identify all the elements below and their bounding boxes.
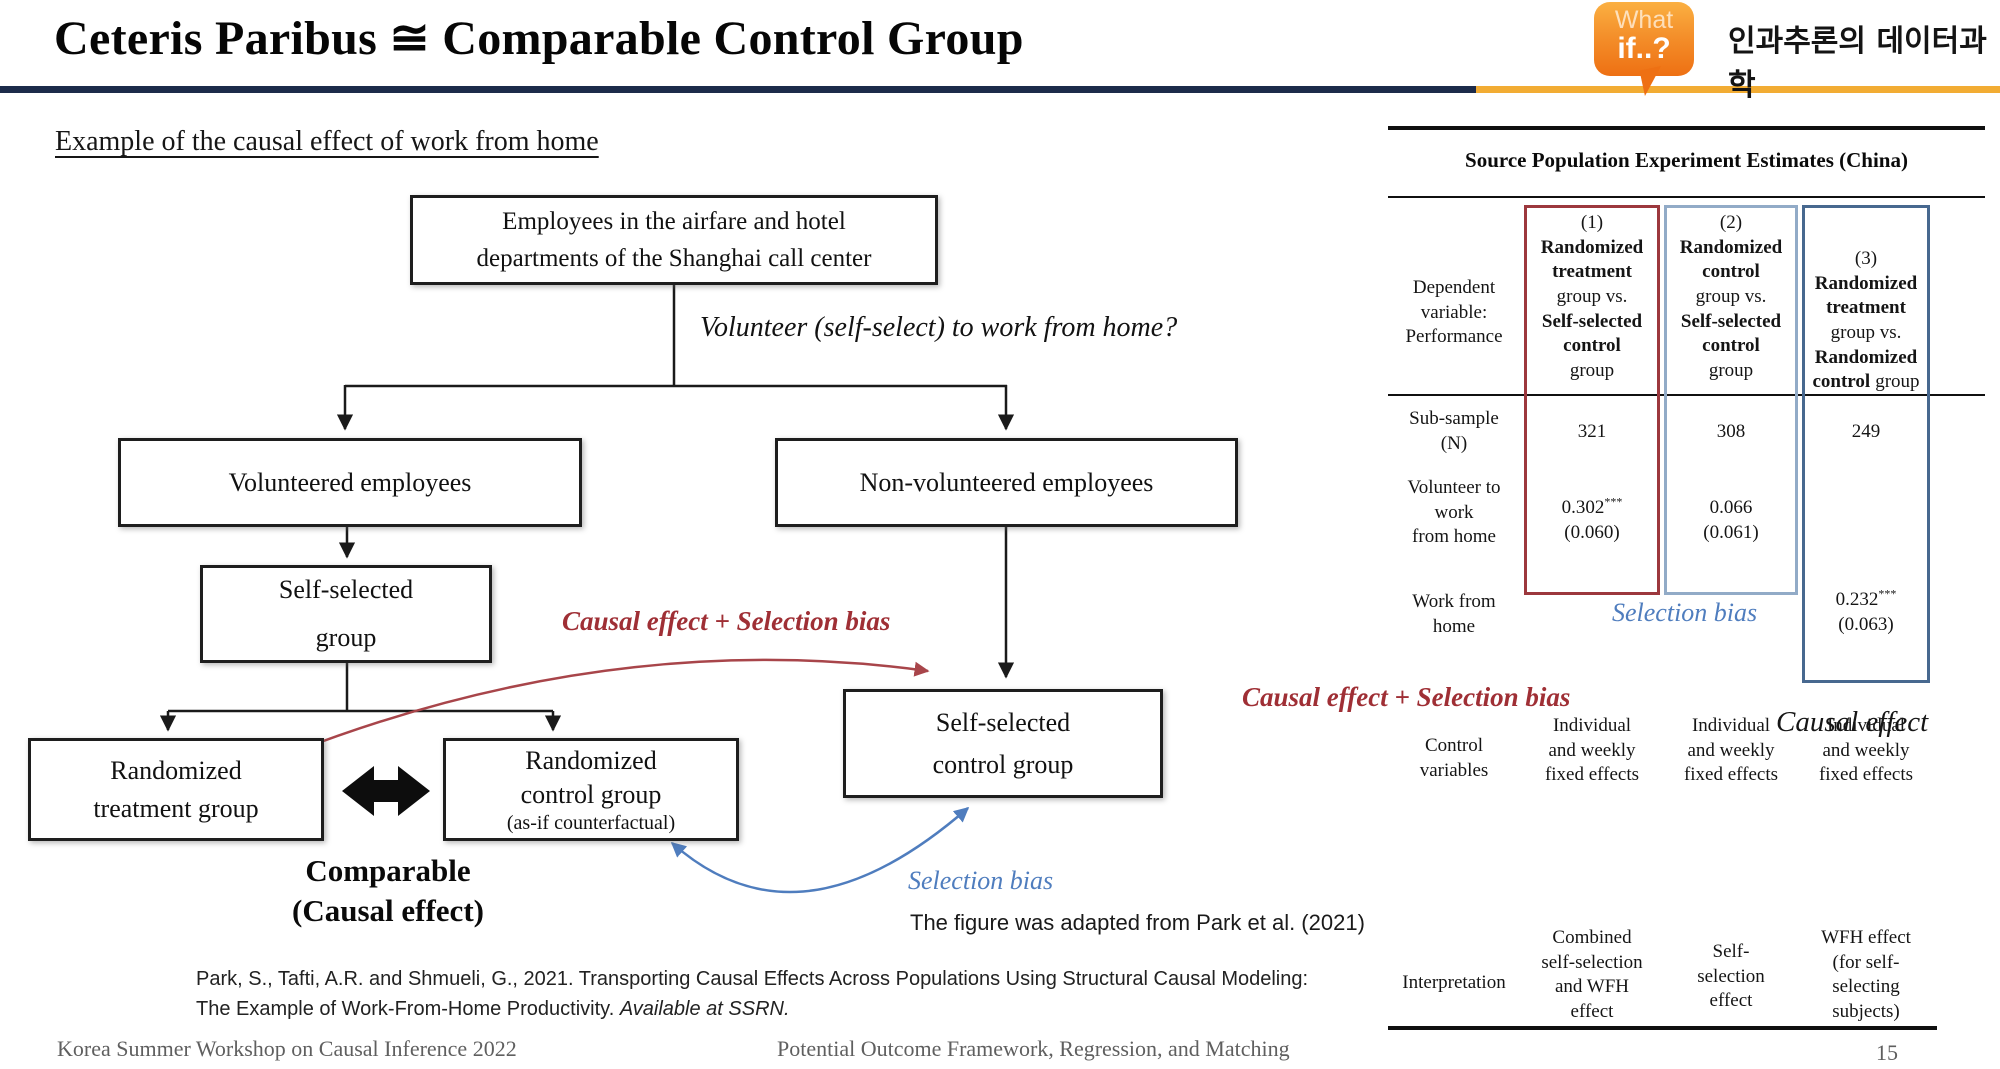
- col3-header: (3) Randomized treatment group vs. Rando…: [1812, 248, 1920, 393]
- row-label-wfh: Work from home: [1412, 591, 1496, 637]
- table-header-rule: [1388, 394, 1985, 396]
- header-rule-navy: [0, 86, 1476, 93]
- whatif-logo: What if..?: [1594, 2, 1694, 76]
- table-bottom-border: [1388, 1026, 1937, 1030]
- logo-text-if: if..?: [1617, 32, 1671, 66]
- diagram-heading: Example of the causal effect of work fro…: [55, 126, 599, 157]
- footer-left: Korea Summer Workshop on Causal Inferenc…: [57, 1036, 517, 1061]
- table-top-border: [1388, 126, 1985, 130]
- table-title-rule: [1388, 196, 1985, 198]
- table-title: Source Population Experiment Estimates (…: [1465, 148, 1908, 172]
- causal-selection-bias-arrow: [292, 658, 930, 755]
- table-causal-selection-label: Causal effect + Selection bias: [1242, 682, 1571, 712]
- col3-highlight-box: [1802, 205, 1930, 683]
- citation: Park, S., Tafti, A.R. and Shmueli, G., 2…: [196, 964, 1308, 1024]
- cell-wfh-col3: 0.232*** (0.063): [1835, 586, 1897, 635]
- page-number: 15: [1876, 1040, 1898, 1065]
- col1-header: (1) Randomized treatment group vs. Self-…: [1540, 212, 1644, 382]
- footer-center: Potential Outcome Framework, Regression,…: [777, 1036, 1290, 1061]
- cell-controls-col3: Individual and weekly fixed effects: [1818, 715, 1914, 786]
- row-label-controls: Control variables: [1419, 735, 1489, 781]
- self-selected-box: Self-selected group: [200, 565, 492, 663]
- randomized-control-text: Randomized control group: [520, 746, 662, 809]
- page-title: Ceteris Paribus ≅ Comparable Control Gro…: [54, 12, 1024, 65]
- cell-interpretation-col2: Self- selection effect: [1697, 941, 1765, 1012]
- volunteered-box: Volunteered employees: [118, 438, 582, 527]
- root-box: Employees in the airfare and hotel depar…: [410, 195, 938, 285]
- non-volunteered-box: Non-volunteered employees: [775, 438, 1238, 527]
- cell-controls-col2: Individual and weekly fixed effects: [1683, 715, 1779, 786]
- table-row-header: Dependent variable: Performance: [1405, 277, 1503, 348]
- citation-line1: Park, S., Tafti, A.R. and Shmueli, G., 2…: [196, 968, 1309, 990]
- adapted-note: The figure was adapted from Park et al. …: [910, 910, 1365, 935]
- table-selection-bias-label: Selection bias: [1612, 598, 1758, 627]
- cell-volunteer-col2: 0.066 (0.061): [1703, 497, 1759, 543]
- table-causal-effect-label: Causal effect: [1776, 706, 1929, 738]
- row-label-subsample: Sub-sample (N): [1409, 408, 1499, 454]
- header-rule-gold: [1476, 86, 2000, 93]
- self-selected-control-box: Self-selected control group: [843, 689, 1163, 798]
- cell-volunteer-col1: 0.302*** (0.060): [1561, 494, 1623, 543]
- cell-interpretation-col3: WFH effect (for self- selecting subjects…: [1821, 927, 1911, 1023]
- citation-ssrn-italic: Available at SSRN.: [619, 998, 790, 1020]
- cell-controls-col1: Individual and weekly fixed effects: [1544, 715, 1640, 786]
- col2-highlight-box: [1664, 205, 1798, 595]
- randomized-control-box: Randomized control group (as-if counterf…: [443, 738, 739, 841]
- logo-korean-text: 인과추론의 데이터과학: [1728, 24, 1987, 103]
- row-label-volunteer: Volunteer to work from home: [1407, 477, 1501, 548]
- col2-header: (2) Randomized control group vs. Self-se…: [1679, 212, 1783, 382]
- logo-text-what: What: [1614, 6, 1674, 34]
- selection-bias-label: Selection bias: [908, 866, 1054, 895]
- col1-highlight-box: [1524, 205, 1660, 595]
- cell-subsample-col1: 321: [1577, 421, 1607, 442]
- randomized-treatment-box: Randomized treatment group: [28, 738, 324, 841]
- cell-subsample-col2: 308: [1716, 421, 1746, 442]
- comparable-double-arrow: [342, 766, 430, 816]
- causal-selection-bias-label: Causal effect + Selection bias: [562, 606, 891, 636]
- row-label-interpretation: Interpretation: [1402, 972, 1506, 993]
- question-label: Volunteer (self-select) to work from hom…: [700, 312, 1178, 343]
- cell-subsample-col3: 249: [1851, 421, 1881, 442]
- as-if-counterfactual-note: (as-if counterfactual): [506, 811, 676, 834]
- cell-interpretation-col1: Combined self-selection and WFH effect: [1541, 927, 1643, 1023]
- citation-line2: The Example of Work-From-Home Productivi…: [196, 998, 790, 1020]
- selection-bias-arrow: [670, 807, 970, 894]
- comparable-label: Comparable (Causal effect): [292, 853, 484, 929]
